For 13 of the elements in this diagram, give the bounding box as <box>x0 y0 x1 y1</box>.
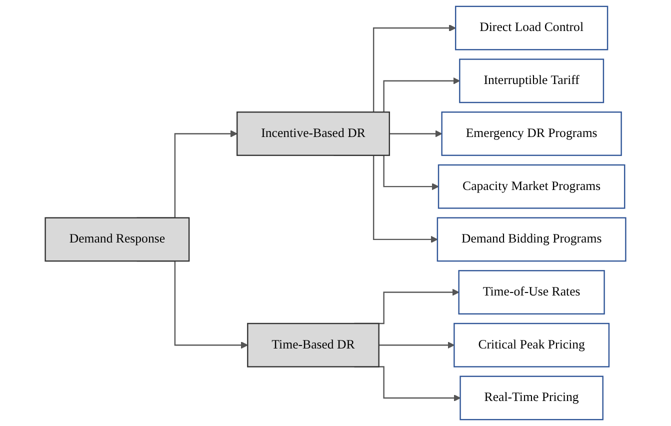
node-box: Direct Load Control <box>455 6 608 50</box>
node-box: Critical Peak Pricing <box>454 322 610 368</box>
node-box: Demand Response <box>44 217 190 262</box>
node-box: Time-of-Use Rates <box>458 270 605 314</box>
arrow <box>378 342 454 349</box>
node-box: Capacity Market Programs <box>438 164 626 209</box>
node-box: Emergency DR Programs <box>441 112 622 156</box>
node-box: Time-Based DR <box>247 322 380 368</box>
node-box: Interruptible Tariff <box>459 58 604 104</box>
arrow <box>389 130 442 138</box>
node-box: Real-Time Pricing <box>460 376 604 420</box>
node-box: Demand Bidding Programs <box>436 217 626 262</box>
node-box: Incentive-Based DR <box>236 112 390 156</box>
